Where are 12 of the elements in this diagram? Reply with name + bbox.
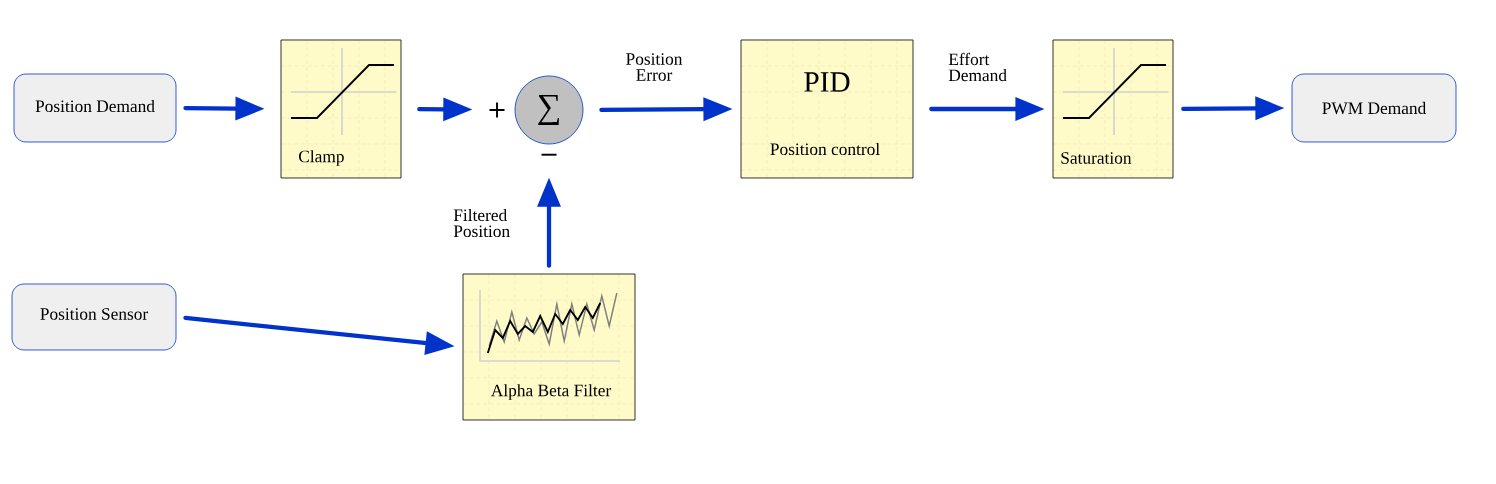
terminal-box: Position Demand — [13, 73, 177, 143]
edge-label: Effort Demand — [948, 52, 1007, 82]
block-box: PID Position control — [740, 39, 914, 179]
block-box: Clamp — [280, 39, 402, 179]
terminal-box: PWM Demand — [1291, 73, 1457, 143]
block-box: Saturation — [1052, 39, 1174, 179]
sign-label: − — [541, 153, 557, 156]
edge-label: Filtered Position — [453, 208, 510, 238]
edge-label: Position Error — [626, 53, 683, 81]
block-box: Alpha Beta Filter — [462, 273, 636, 421]
terminal-box: Position Sensor — [11, 283, 177, 351]
sign-label: + — [489, 102, 505, 118]
